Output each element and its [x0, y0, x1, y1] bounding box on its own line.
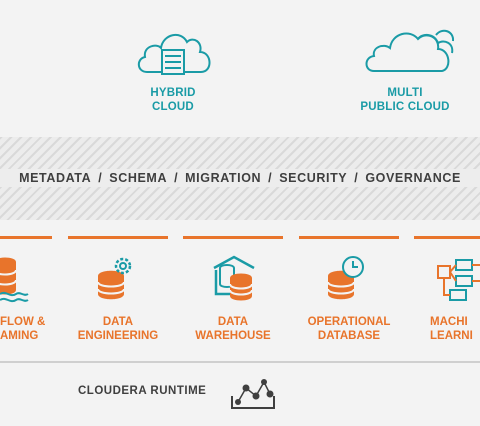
- band-item-schema: SCHEMA: [109, 171, 168, 185]
- runtime-label: CLOUDERA RUNTIME: [78, 385, 207, 397]
- band-item-metadata: METADATA: [19, 171, 92, 185]
- service-label-operational-database: OPERATIONAL DATABASE: [295, 315, 403, 343]
- band-separator: /: [354, 171, 359, 185]
- service-divider: [68, 236, 168, 239]
- band-item-migration: MIGRATION: [185, 171, 262, 185]
- multi-public-cloud-icon: [365, 29, 455, 72]
- hybrid-cloud-line2: CLOUD: [152, 101, 194, 113]
- flowchart-icon: [437, 259, 480, 301]
- service-data-warehouse-line1: DATA: [217, 316, 249, 328]
- service-machine-learning-line1: MACHI: [430, 316, 468, 328]
- service-label-data-engineering: DATA ENGINEERING: [68, 315, 168, 343]
- hybrid-cloud-label: HYBRID CLOUD: [134, 86, 212, 114]
- multi-public-cloud-line2: PUBLIC CLOUD: [360, 101, 450, 113]
- service-divider: [299, 236, 399, 239]
- service-flow-line1: FLOW &: [0, 316, 46, 328]
- service-data-warehouse-line2: WAREHOUSE: [195, 330, 271, 342]
- database-gear-icon: [97, 257, 132, 300]
- service-data-engineering-line2: ENGINEERING: [77, 330, 159, 342]
- service-divider: [414, 236, 480, 239]
- band-separator: /: [268, 171, 273, 185]
- service-divider: [0, 236, 52, 239]
- service-operational-database-line2: DATABASE: [317, 330, 381, 342]
- service-flow-line2: AMING: [0, 330, 39, 342]
- service-label-flow: FLOW & AMING: [0, 315, 45, 343]
- database-stream-icon: [0, 257, 29, 303]
- service-label-machine-learning: MACHI LEARNI: [430, 315, 473, 343]
- service-label-data-warehouse: DATA WAREHOUSE: [183, 315, 283, 343]
- runtime-divider: [0, 361, 480, 363]
- sdx-band-text: METADATA / SCHEMA / MIGRATION / SECURITY / GOVER…: [0, 169, 480, 187]
- service-divider: [183, 236, 283, 239]
- band-separator: /: [174, 171, 179, 185]
- service-data-engineering-line1: DATA: [102, 316, 134, 328]
- band-item-governance: GOVERNANCE: [365, 171, 461, 185]
- service-operational-database-line1: OPERATIONAL: [307, 316, 391, 328]
- runtime-network-icon: [231, 379, 275, 409]
- warehouse-database-icon: [213, 255, 255, 301]
- band-separator: /: [98, 171, 103, 185]
- band-item-security: SECURITY: [279, 171, 348, 185]
- multi-public-cloud-line1: MULTI: [387, 87, 423, 99]
- hybrid-cloud-line1: HYBRID: [150, 87, 196, 99]
- hybrid-cloud-icon: [137, 33, 211, 75]
- service-machine-learning-line2: LEARNI: [430, 330, 473, 342]
- multi-public-cloud-label: MULTI PUBLIC CLOUD: [350, 86, 460, 114]
- database-clock-icon: [327, 256, 364, 300]
